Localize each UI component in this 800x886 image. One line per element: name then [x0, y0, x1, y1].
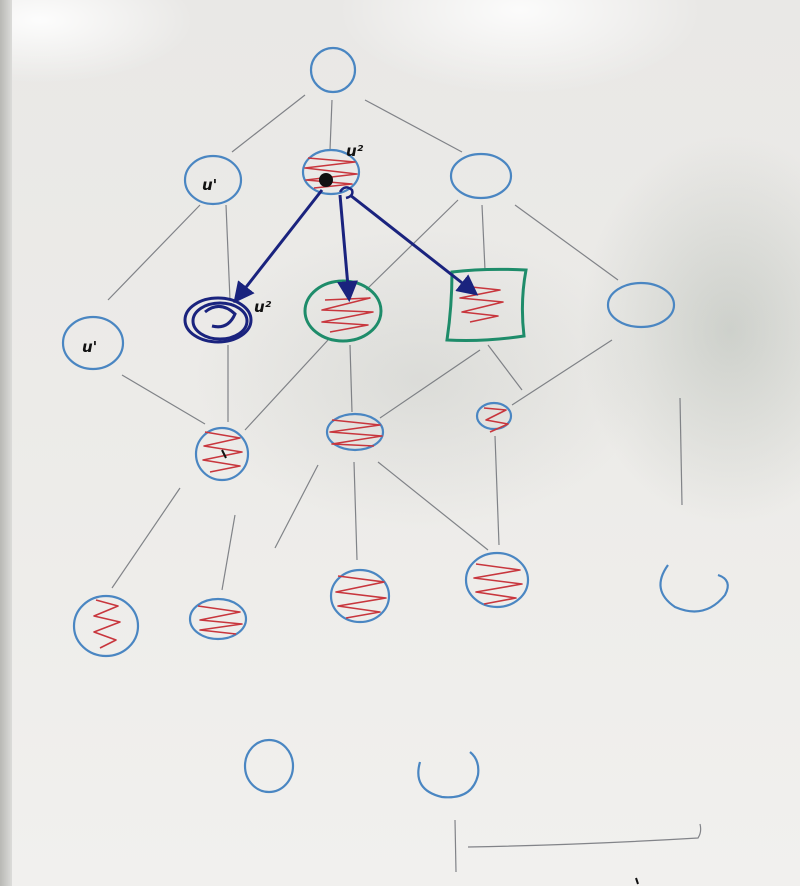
- edge: [225, 204, 231, 301]
- node-root: [309, 46, 357, 94]
- ink-mark: [635, 877, 639, 885]
- edge: [511, 339, 613, 406]
- node: [243, 738, 295, 794]
- edge: [329, 99, 333, 151]
- scribble: [197, 605, 243, 635]
- edge: [274, 464, 319, 549]
- ink-marks: [221, 449, 639, 885]
- ink-mark: [221, 449, 227, 459]
- edge: [377, 461, 489, 551]
- node: [72, 594, 140, 658]
- node: [606, 281, 676, 329]
- label-u1-left: u': [82, 338, 97, 356]
- loop-mark: [338, 186, 354, 200]
- edge: [679, 397, 683, 506]
- arrow-to-teal-circle: [337, 194, 358, 303]
- scribble: [473, 563, 523, 605]
- label-u2-top: u²: [346, 142, 364, 160]
- node: [449, 152, 513, 200]
- edge: [514, 204, 619, 281]
- edge: [107, 204, 201, 301]
- scribble: [335, 575, 387, 619]
- scribble: [321, 297, 374, 333]
- node-u2-left-ring: [191, 301, 249, 341]
- node: [329, 568, 391, 624]
- scribble: [93, 599, 121, 649]
- label-u1-top: u': [202, 176, 217, 194]
- arrow-origin-dot: [319, 173, 333, 187]
- node-open: [417, 751, 480, 799]
- edge: [481, 204, 486, 271]
- scribble: [204, 305, 237, 329]
- label-u2-left: u²: [254, 298, 272, 316]
- red-scribbles: [93, 157, 523, 649]
- graph-nodes: [61, 46, 729, 799]
- node-u2-top: [301, 148, 361, 196]
- arrow-to-teal-square: [349, 193, 479, 296]
- edge: [221, 514, 236, 591]
- node: [475, 401, 513, 431]
- scribble: [459, 285, 504, 323]
- whiteboard-frame: [0, 0, 12, 886]
- edge: [364, 99, 463, 153]
- node: [188, 597, 248, 641]
- node-u1-left: [61, 315, 125, 371]
- arrows: [233, 189, 479, 304]
- arrow-to-u2-left: [233, 189, 324, 304]
- edge: [231, 94, 306, 153]
- edge: [349, 344, 353, 413]
- node: [325, 412, 385, 452]
- graph-edges: [107, 94, 702, 873]
- scribble: [304, 157, 358, 189]
- edge: [487, 344, 523, 391]
- node: [464, 551, 530, 609]
- edge: [121, 374, 206, 425]
- teal-square: [445, 267, 528, 342]
- scribble: [483, 407, 509, 433]
- scribble: [329, 419, 383, 447]
- edge: [244, 339, 329, 431]
- scribble: [202, 431, 243, 473]
- edge: [494, 435, 500, 546]
- node-u1-top: [183, 154, 243, 206]
- edge: [454, 819, 457, 873]
- edge: [467, 823, 702, 848]
- edge: [111, 487, 181, 589]
- edge: [379, 349, 481, 419]
- edge: [353, 461, 358, 561]
- node-open: [659, 564, 729, 613]
- node-u2-left: [183, 296, 253, 344]
- node: [194, 426, 250, 482]
- navy-node: [183, 296, 253, 344]
